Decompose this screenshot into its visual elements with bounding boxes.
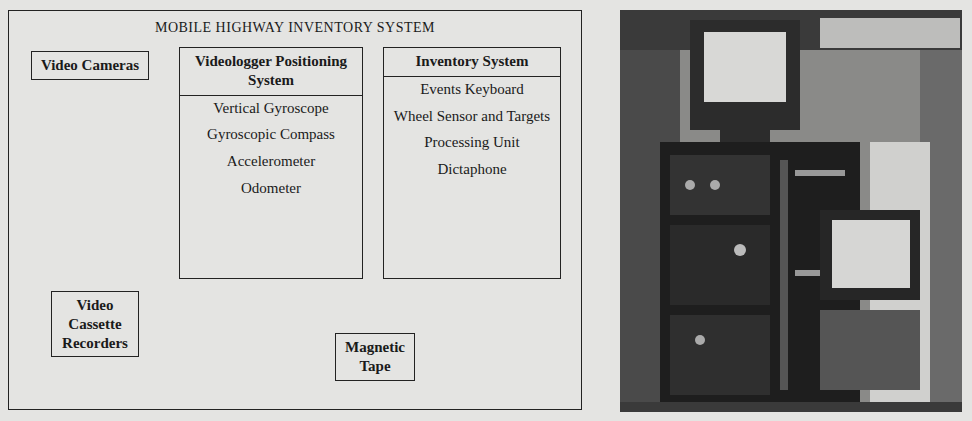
- group-heading: Inventory System: [384, 48, 560, 77]
- diagram-title: MOBILE HIGHWAY INVENTORY SYSTEM: [9, 11, 581, 37]
- storage-box: Video Cassette Recorders: [51, 291, 139, 357]
- storage-box: Magnetic Tape: [335, 333, 415, 381]
- box-label: Magnetic Tape: [336, 334, 414, 380]
- box-label: Processing Unit: [384, 130, 560, 157]
- system-frame: MOBILE HIGHWAY INVENTORY SYSTEM Video Cam…: [8, 10, 582, 410]
- group-heading: Videologger Positioning System: [180, 48, 362, 96]
- component-group-box: Videologger Positioning SystemVertical G…: [179, 47, 363, 279]
- box-label: Odometer: [180, 176, 362, 203]
- box-label: Video Cassette Recorders: [52, 292, 138, 356]
- box-label: Gyroscopic Compass: [180, 122, 362, 149]
- box-label: Dictaphone: [384, 157, 560, 184]
- box-label: Video Cameras: [32, 52, 148, 79]
- box-label: Accelerometer: [180, 149, 362, 176]
- process-box: Video Cameras: [31, 51, 149, 80]
- component-group-box: Inventory SystemEvents KeyboardWheel Sen…: [383, 47, 561, 279]
- box-label: Vertical Gyroscope: [180, 96, 362, 123]
- box-label: Events Keyboard: [384, 77, 560, 104]
- box-label: Wheel Sensor and Targets: [384, 104, 560, 131]
- equipment-photo: [620, 10, 962, 412]
